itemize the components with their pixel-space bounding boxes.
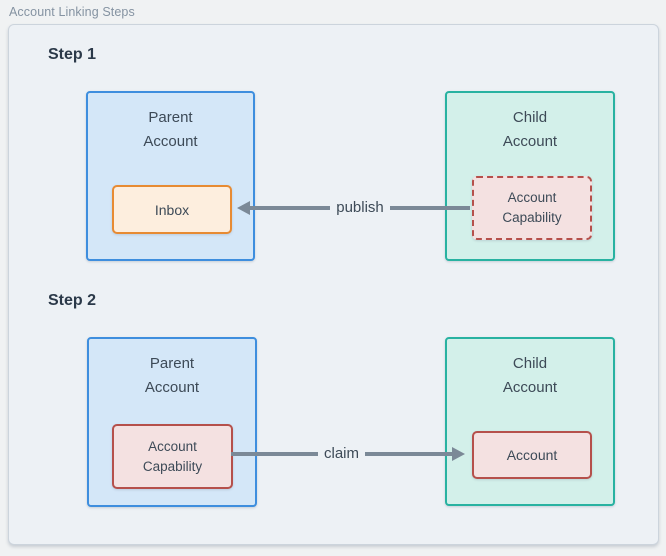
step-2-parent-account-box: Parent Account Account Capability — [87, 337, 257, 507]
step-2-account-box: Account — [472, 431, 592, 479]
step-1-parent-account-box: Parent Account Inbox — [86, 91, 255, 261]
panel-title: Account Linking Steps — [9, 5, 135, 19]
step-1-child-account-box: Child Account Account Capability — [445, 91, 615, 261]
arrow-line — [250, 206, 331, 210]
arrow-line — [389, 206, 471, 210]
account-linking-panel: Step 1 Parent Account Inbox Child Accoun… — [8, 24, 659, 545]
step-2-heading: Step 2 — [48, 292, 97, 309]
arrow-line — [365, 452, 453, 456]
step-1-account-capability-box: Account Capability — [472, 176, 592, 240]
step-2-child-account-box: Child Account Account — [445, 337, 615, 506]
publish-arrow-label: publish — [336, 199, 384, 216]
step-2-child-account-title: Child Account — [502, 355, 558, 396]
arrow-line — [231, 452, 318, 456]
publish-arrow: publish — [237, 199, 471, 216]
step-1-child-account-title: Child Account — [502, 109, 558, 150]
step-1-heading: Step 1 — [48, 46, 97, 63]
arrowhead-right-icon — [452, 447, 466, 461]
step-1-inbox-box: Inbox — [112, 185, 232, 234]
claim-arrow-label: claim — [324, 445, 360, 462]
step-1-parent-account-title: Parent Account — [143, 109, 198, 150]
step-2-account-capability-box: Account Capability — [112, 424, 233, 489]
claim-arrow: claim — [231, 445, 466, 462]
arrowhead-left-icon — [237, 201, 250, 215]
step-2-parent-account-title: Parent Account — [144, 355, 200, 396]
